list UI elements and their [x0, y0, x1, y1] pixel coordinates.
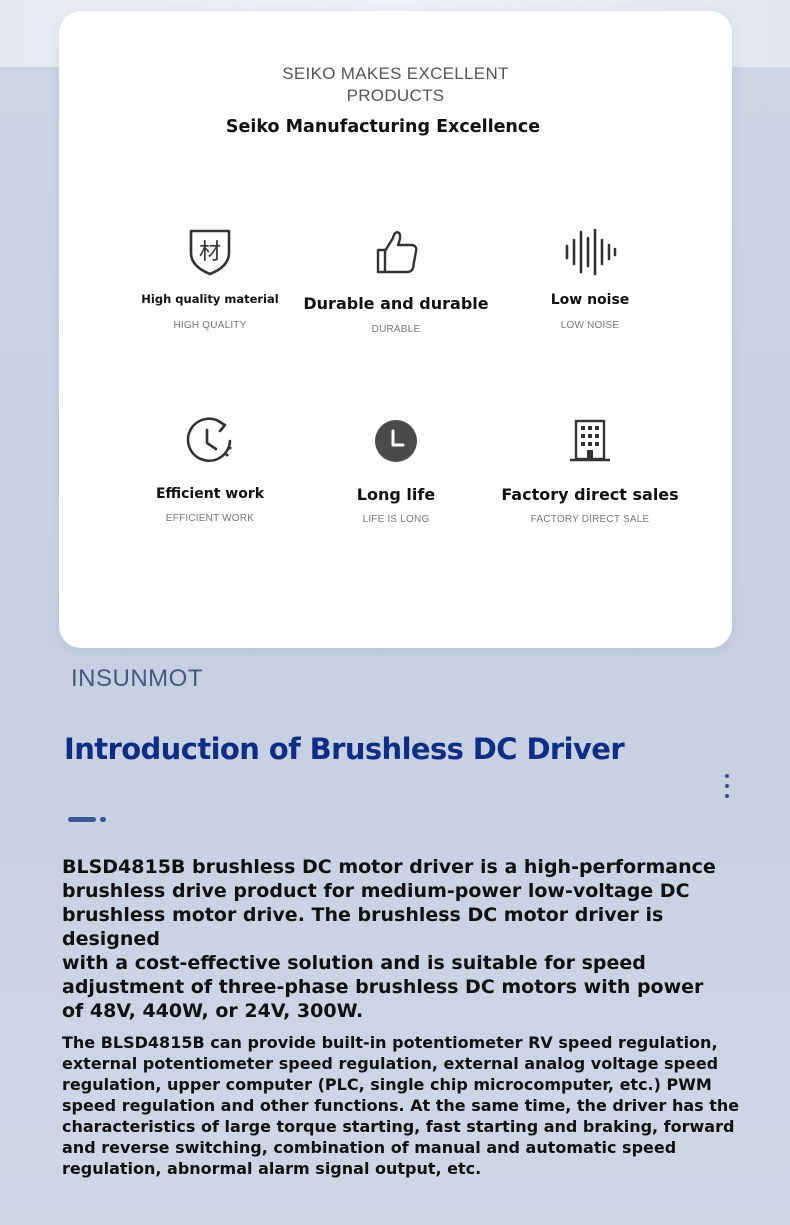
clock-icon [366, 415, 426, 467]
feature-name: Low noise [550, 292, 630, 308]
section-headline: Introduction of Brushless DC Driver [64, 732, 625, 766]
feature-name: Durable and durable [303, 294, 489, 313]
feature-name: Factory direct sales [501, 485, 679, 504]
card-kicker-line-2: PRODUCTS [346, 86, 445, 105]
card-kicker-line-1: SEIKO MAKES EXCELLENT [282, 64, 509, 83]
feature-efficient-work: Efficient work EFFICIENT WORK [115, 415, 305, 524]
feature-subtitle: HIGH QUALITY [173, 320, 247, 331]
feature-long-life: Long life LIFE IS LONG [301, 415, 491, 525]
feature-name: High quality material [141, 292, 279, 306]
features-paragraph: The BLSD4815B can provide built-in poten… [62, 1033, 740, 1178]
card-kicker: SEIKO MAKES EXCELLENT PRODUCTS [59, 63, 732, 107]
building-icon [560, 415, 620, 467]
feature-subtitle: LOW NOISE [560, 320, 620, 331]
feature-high-quality-material: 材 High quality material HIGH QUALITY [115, 226, 305, 331]
thumbs-up-icon [366, 226, 426, 278]
more-options-icon[interactable] [722, 774, 732, 802]
brand-name: INSUNMOT [71, 665, 203, 692]
feature-factory-direct-sales: Factory direct sales FACTORY DIRECT SALE [495, 415, 685, 525]
feature-subtitle: FACTORY DIRECT SALE [530, 514, 650, 525]
feature-name: Efficient work [155, 486, 265, 502]
feature-subtitle: DURABLE [371, 324, 421, 335]
feature-subtitle: EFFICIENT WORK [165, 513, 255, 524]
svg-text:材: 材 [199, 240, 221, 265]
shield-material-icon: 材 [180, 226, 240, 278]
decorative-dash [68, 817, 108, 823]
clock-refresh-icon [180, 415, 240, 467]
features-card: SEIKO MAKES EXCELLENT PRODUCTS Seiko Man… [59, 11, 732, 648]
feature-low-noise: Low noise LOW NOISE [495, 226, 685, 331]
feature-subtitle: LIFE IS LONG [362, 514, 430, 525]
intro-paragraph: BLSD4815B brushless DC motor driver is a… [62, 856, 716, 1022]
card-title: Seiko Manufacturing Excellence [225, 117, 541, 137]
sound-wave-icon [560, 226, 620, 278]
feature-name: Long life [356, 485, 436, 504]
feature-durable: Durable and durable DURABLE [301, 226, 491, 335]
